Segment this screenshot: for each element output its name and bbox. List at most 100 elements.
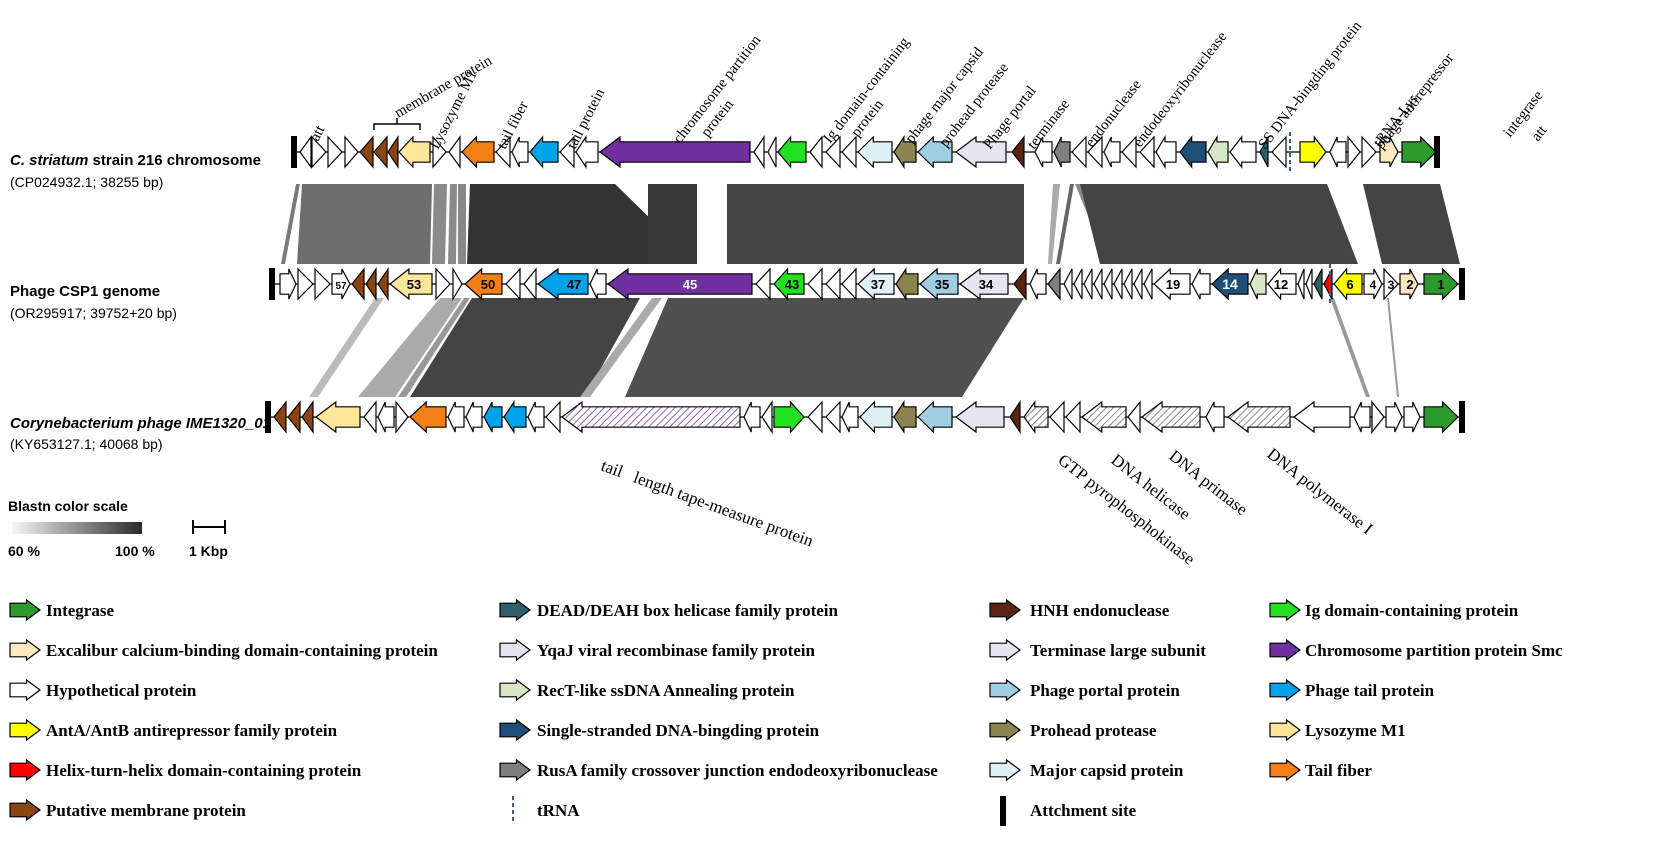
gene-number: 47 (567, 277, 581, 292)
legend-swatch (1269, 718, 1302, 742)
gene-arrow (344, 135, 359, 169)
gene-arrow (1155, 134, 1177, 170)
legend-item-hnh: HNH endonuclease (989, 598, 1170, 622)
genome-track-3 (265, 400, 1465, 434)
similarity-band (297, 184, 432, 264)
gene-arrow (825, 267, 841, 301)
legend-swatch (1269, 758, 1302, 782)
legend-label: Integrase (46, 601, 114, 620)
gene-arrow (773, 400, 805, 434)
similarity-band (1056, 184, 1074, 264)
similarity-band (1363, 184, 1460, 264)
gene-arrow (841, 267, 857, 301)
legend-label: Phage portal protein (1030, 681, 1180, 700)
gene-arrow (1049, 400, 1065, 434)
gene-arrow (377, 267, 389, 301)
legend-swatch (989, 718, 1022, 742)
gene-arrow (1333, 267, 1363, 301)
gene-arrow (1313, 268, 1323, 300)
gene-arrow (857, 267, 895, 301)
gene-arrow (1123, 268, 1133, 300)
gene-number: 53 (407, 277, 421, 292)
gene-label-phage-antirepressor: phage antirepressor (1373, 50, 1458, 152)
similarity-band (727, 184, 1024, 264)
legend-item-excalibur: Excalibur calcium-binding domain-contain… (9, 638, 438, 662)
similarity-band (1330, 298, 1370, 397)
gene-arrow (1121, 135, 1137, 169)
legend-label: Ig domain-containing protein (1305, 601, 1519, 620)
legend-label: Hypothetical protein (46, 681, 197, 700)
gene-arrow (1227, 400, 1291, 434)
gene-arrow (511, 136, 529, 168)
gene-arrow (1293, 400, 1351, 434)
legend-label: Major capsid protein (1030, 761, 1184, 780)
similarity-band (458, 184, 466, 264)
gene-arrow (919, 267, 959, 301)
legend-label: Phage tail protein (1305, 681, 1435, 700)
gene-arrow (893, 135, 917, 169)
gene-number: 6 (1346, 277, 1353, 292)
legend-label: Excalibur calcium-binding domain-contain… (46, 641, 438, 660)
similarity-band (432, 184, 447, 264)
legend-label: tRNA (537, 801, 580, 820)
legend-label: Lysozyme M1 (1305, 721, 1406, 740)
gene-label-att-right: att (1529, 122, 1551, 144)
gene-arrow (1205, 401, 1225, 433)
gene-arrow (464, 267, 503, 301)
legend-item-tail_protein: Phage tail protein (1269, 678, 1435, 702)
legend-label: Putative membrane protein (46, 801, 246, 820)
genome-3-gene-labels: tail length tape-measure protein GTP pyr… (599, 444, 1377, 568)
gene-arrow (523, 267, 537, 301)
legend-swatch (499, 678, 532, 702)
gene-arrow (1103, 268, 1113, 300)
gene-label-ss-dna-binding: SS DNA-bingding protein (1256, 18, 1366, 152)
gene-arrow (1399, 268, 1419, 300)
blastn-color-scale: Blastn color scale 60 % 100 % (8, 498, 155, 559)
gene-arrow (1053, 136, 1071, 168)
scale-title: Blastn color scale (8, 498, 128, 514)
gene-arrow (1207, 134, 1229, 170)
gene-arrow (373, 135, 388, 169)
gene-arrow (1083, 268, 1093, 300)
legend-item-trna: tRNA (512, 796, 580, 824)
legend-item-att: Attchment site (1000, 796, 1137, 826)
gene-arrow (461, 135, 495, 169)
legend-swatch (9, 678, 42, 702)
legend-swatch (989, 678, 1022, 702)
gene-arrow (1093, 268, 1103, 300)
gene-arrow (1249, 268, 1267, 300)
legend-item-ig: Ig domain-containing protein (1269, 598, 1519, 622)
gene-arrow (1401, 135, 1437, 169)
legend-label: Chromosome partition protein Smc (1305, 641, 1563, 660)
gene-arrow (409, 400, 447, 434)
gene-number: 34 (979, 277, 994, 292)
gene-arrow (559, 135, 575, 169)
gene-arrow (1063, 268, 1073, 300)
gene-arrow (767, 136, 777, 168)
gene-arrow (273, 400, 287, 434)
gene-number: 12 (1274, 277, 1288, 292)
gene-arrow (1371, 400, 1385, 434)
legend-swatch (9, 798, 42, 822)
legend-item-portal: Phage portal protein (989, 678, 1180, 702)
gene-arrow (297, 267, 314, 301)
gene-arrow (1423, 267, 1459, 301)
gene-arrow (1361, 135, 1377, 169)
gene-arrow (1179, 135, 1207, 169)
legend-item-hth: Helix-turn-helix domain-containing prote… (9, 758, 362, 782)
gene-arrow (575, 135, 599, 169)
gene-arrow (825, 400, 841, 434)
scale-bar-line (192, 520, 226, 534)
gene-arrow (753, 135, 765, 169)
genome-1-title: C. striatum strain 216 chromosome (10, 152, 261, 169)
similarity-band (625, 298, 1024, 397)
gene-arrow (1071, 135, 1087, 169)
gene-arrow (1385, 401, 1403, 433)
legend-item-hypothetical: Hypothetical protein (9, 678, 197, 702)
legend-item-ssdna: Single-stranded DNA-bingding protein (499, 718, 820, 742)
gene-arrow (1011, 135, 1025, 169)
gene-arrow (1363, 268, 1383, 300)
legend-item-yqaj: YqaJ viral recombinase family protein (499, 638, 816, 662)
legend-item-antirepressor: AntA/AntB antirepressor family protein (9, 718, 338, 742)
gene-arrow (503, 400, 527, 434)
